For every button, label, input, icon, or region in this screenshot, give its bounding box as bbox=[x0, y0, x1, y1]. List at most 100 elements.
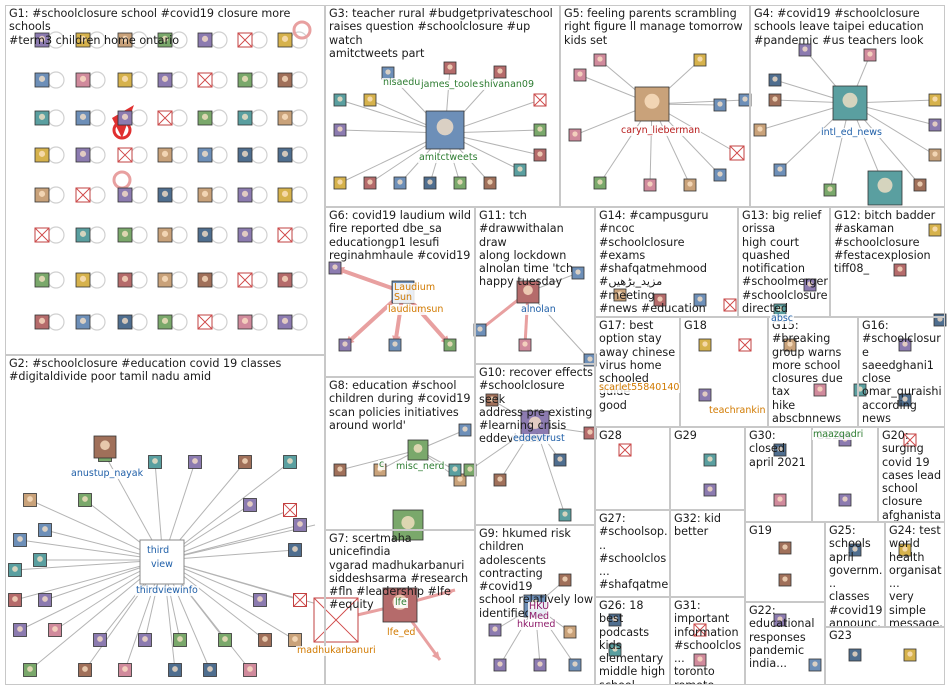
user-avatar-node[interactable] bbox=[698, 388, 712, 402]
missing-avatar-node[interactable] bbox=[723, 298, 737, 312]
user-avatar-node[interactable] bbox=[838, 493, 852, 507]
user-avatar-node[interactable] bbox=[157, 147, 173, 163]
user-avatar-node[interactable] bbox=[338, 338, 352, 352]
user-avatar-node[interactable] bbox=[493, 65, 507, 79]
user-avatar-node[interactable] bbox=[703, 483, 717, 497]
user-avatar-node[interactable] bbox=[173, 633, 187, 647]
user-avatar-node[interactable] bbox=[75, 314, 91, 330]
node-label-c-small[interactable]: c bbox=[378, 459, 386, 470]
node-label-teachrankin[interactable]: teachrankin bbox=[708, 405, 767, 416]
missing-avatar-node[interactable] bbox=[738, 338, 752, 352]
user-avatar-node[interactable] bbox=[197, 110, 213, 126]
node-label-laudiumsun[interactable]: laudiumsun bbox=[387, 304, 445, 315]
alnolan-avatar[interactable] bbox=[516, 280, 540, 304]
node-label-intl-ed-news[interactable]: intl_ed_news bbox=[820, 127, 883, 138]
user-avatar-node[interactable] bbox=[753, 123, 767, 137]
user-avatar-node[interactable] bbox=[168, 663, 182, 677]
user-avatar-node[interactable] bbox=[608, 643, 622, 657]
user-avatar-node[interactable] bbox=[333, 93, 347, 107]
user-avatar-node[interactable] bbox=[653, 293, 667, 307]
user-avatar-node[interactable] bbox=[237, 227, 253, 243]
caryn-lieberman-avatar[interactable] bbox=[634, 86, 670, 122]
user-avatar-node[interactable] bbox=[277, 314, 293, 330]
user-avatar-node[interactable] bbox=[803, 278, 817, 292]
user-avatar-node[interactable] bbox=[443, 338, 457, 352]
user-avatar-node[interactable] bbox=[363, 176, 377, 190]
user-avatar-node[interactable] bbox=[75, 72, 91, 88]
user-avatar-node[interactable] bbox=[768, 73, 782, 87]
user-avatar-node[interactable] bbox=[157, 72, 173, 88]
missing-avatar-node[interactable] bbox=[237, 32, 253, 48]
node-label-lfe-logo[interactable]: lfe bbox=[394, 597, 408, 608]
user-avatar-node[interactable] bbox=[188, 455, 202, 469]
user-avatar-node[interactable] bbox=[483, 176, 497, 190]
user-avatar-node[interactable] bbox=[333, 176, 347, 190]
anustup-nayak-avatar[interactable] bbox=[93, 435, 117, 459]
node-label-laudium-logo[interactable]: Laudium Sun bbox=[393, 282, 437, 303]
user-avatar-node[interactable] bbox=[738, 93, 752, 107]
user-avatar-node[interactable] bbox=[157, 272, 173, 288]
user-avatar-node[interactable] bbox=[293, 518, 307, 532]
user-avatar-node[interactable] bbox=[23, 493, 37, 507]
user-avatar-node[interactable] bbox=[277, 32, 293, 48]
user-avatar-node[interactable] bbox=[277, 72, 293, 88]
user-avatar-node[interactable] bbox=[443, 61, 457, 75]
node-label-alnolan[interactable]: alnolan bbox=[520, 304, 557, 315]
user-avatar-node[interactable] bbox=[533, 658, 547, 672]
missing-avatar-node[interactable] bbox=[293, 593, 307, 607]
user-avatar-node[interactable] bbox=[463, 463, 477, 477]
missing-avatar-node[interactable] bbox=[277, 227, 293, 243]
user-avatar-node[interactable] bbox=[798, 43, 812, 57]
user-avatar-node[interactable] bbox=[23, 663, 37, 677]
user-avatar-node[interactable] bbox=[333, 123, 347, 137]
user-avatar-node[interactable] bbox=[488, 623, 502, 637]
user-avatar-node[interactable] bbox=[197, 272, 213, 288]
user-avatar-node[interactable] bbox=[713, 98, 727, 112]
user-avatar-node[interactable] bbox=[593, 176, 607, 190]
user-avatar-node[interactable] bbox=[453, 176, 467, 190]
user-avatar-node[interactable] bbox=[138, 633, 152, 647]
user-avatar-node[interactable] bbox=[898, 338, 912, 352]
user-avatar-node[interactable] bbox=[683, 178, 697, 192]
user-avatar-node[interactable] bbox=[118, 663, 132, 677]
missing-avatar-node[interactable] bbox=[75, 187, 91, 203]
node-label-nisaedu[interactable]: nisaedu bbox=[382, 77, 422, 88]
user-avatar-node[interactable] bbox=[283, 455, 297, 469]
user-avatar-node[interactable] bbox=[808, 658, 822, 672]
user-avatar-node[interactable] bbox=[13, 533, 27, 547]
user-avatar-node[interactable] bbox=[928, 148, 942, 162]
user-avatar-node[interactable] bbox=[237, 314, 253, 330]
user-avatar-node[interactable] bbox=[78, 663, 92, 677]
user-avatar-node[interactable] bbox=[333, 463, 347, 477]
user-avatar-node[interactable] bbox=[117, 314, 133, 330]
missing-avatar-node[interactable] bbox=[693, 623, 707, 637]
user-avatar-node[interactable] bbox=[117, 272, 133, 288]
user-avatar-node[interactable] bbox=[553, 453, 567, 467]
user-avatar-node[interactable] bbox=[363, 93, 377, 107]
user-avatar-node[interactable] bbox=[48, 623, 62, 637]
node-label-eddevtrust[interactable]: eddevtrust bbox=[512, 433, 566, 444]
user-avatar-node[interactable] bbox=[713, 168, 727, 182]
user-avatar-node[interactable] bbox=[778, 573, 792, 587]
user-avatar-node[interactable] bbox=[157, 314, 173, 330]
user-avatar-node[interactable] bbox=[197, 32, 213, 48]
user-avatar-node[interactable] bbox=[277, 110, 293, 126]
user-avatar-node[interactable] bbox=[768, 93, 782, 107]
node-label-misc-nerd[interactable]: misc_nerd bbox=[395, 461, 446, 472]
user-avatar-node[interactable] bbox=[34, 187, 50, 203]
user-avatar-node[interactable] bbox=[593, 53, 607, 67]
user-avatar-node[interactable] bbox=[848, 648, 862, 662]
misc-nerd-avatar[interactable] bbox=[407, 439, 429, 461]
node-label-anustup-nayak[interactable]: anustup_nayak bbox=[70, 468, 145, 479]
missing-avatar-node[interactable] bbox=[283, 503, 297, 517]
user-avatar-node[interactable] bbox=[613, 288, 627, 302]
node-label-thirdview-logo-bottom[interactable]: view bbox=[150, 559, 174, 570]
user-avatar-node[interactable] bbox=[34, 72, 50, 88]
user-avatar-node[interactable] bbox=[237, 187, 253, 203]
missing-avatar-node[interactable] bbox=[618, 443, 632, 457]
amitctweets-avatar[interactable] bbox=[425, 110, 465, 150]
node-label-amitctweets[interactable]: amitctweets bbox=[418, 152, 479, 163]
user-avatar-node[interactable] bbox=[928, 223, 942, 237]
user-avatar-node[interactable] bbox=[773, 613, 787, 627]
user-avatar-node[interactable] bbox=[848, 543, 862, 557]
